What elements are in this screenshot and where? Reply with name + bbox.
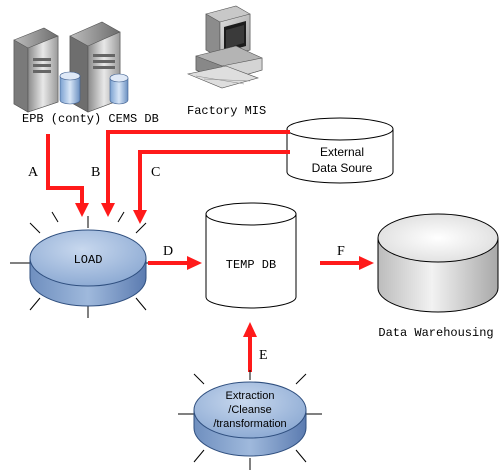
arrow-label-a: A — [28, 165, 39, 180]
arrow-label-d: D — [163, 244, 173, 259]
load-node — [10, 211, 166, 318]
arrow-e — [243, 322, 257, 372]
etl-node — [178, 370, 322, 470]
arrow-label-c: C — [151, 165, 160, 180]
load-label: LOAD — [74, 253, 103, 267]
arrow-a — [46, 134, 89, 217]
arrow-label-b: B — [91, 165, 100, 180]
etl-label-1: Extraction — [226, 390, 275, 402]
server-icon — [13, 21, 129, 113]
data-warehouse — [377, 213, 499, 313]
external-data-source — [286, 117, 394, 184]
temp-db — [205, 202, 297, 309]
epb-label: EPB (conty) CEMS DB — [22, 112, 159, 126]
arrow-b — [101, 130, 290, 217]
arrow-d — [148, 256, 202, 270]
factory-label: Factory MIS — [187, 104, 266, 118]
arrow-label-f: F — [337, 244, 345, 259]
temp-db-label: TEMP DB — [226, 258, 276, 272]
arrow-f — [320, 256, 374, 270]
computer-icon — [186, 5, 263, 89]
external-label-1: External — [320, 145, 364, 159]
arrow-label-e: E — [259, 348, 268, 363]
warehouse-label: Data Warehousing — [378, 326, 493, 340]
etl-label-2: /Cleanse — [228, 404, 271, 416]
arrow-c — [133, 150, 290, 224]
etl-label-3: /transformation — [213, 418, 286, 430]
external-label-2: Data Soure — [312, 161, 373, 175]
